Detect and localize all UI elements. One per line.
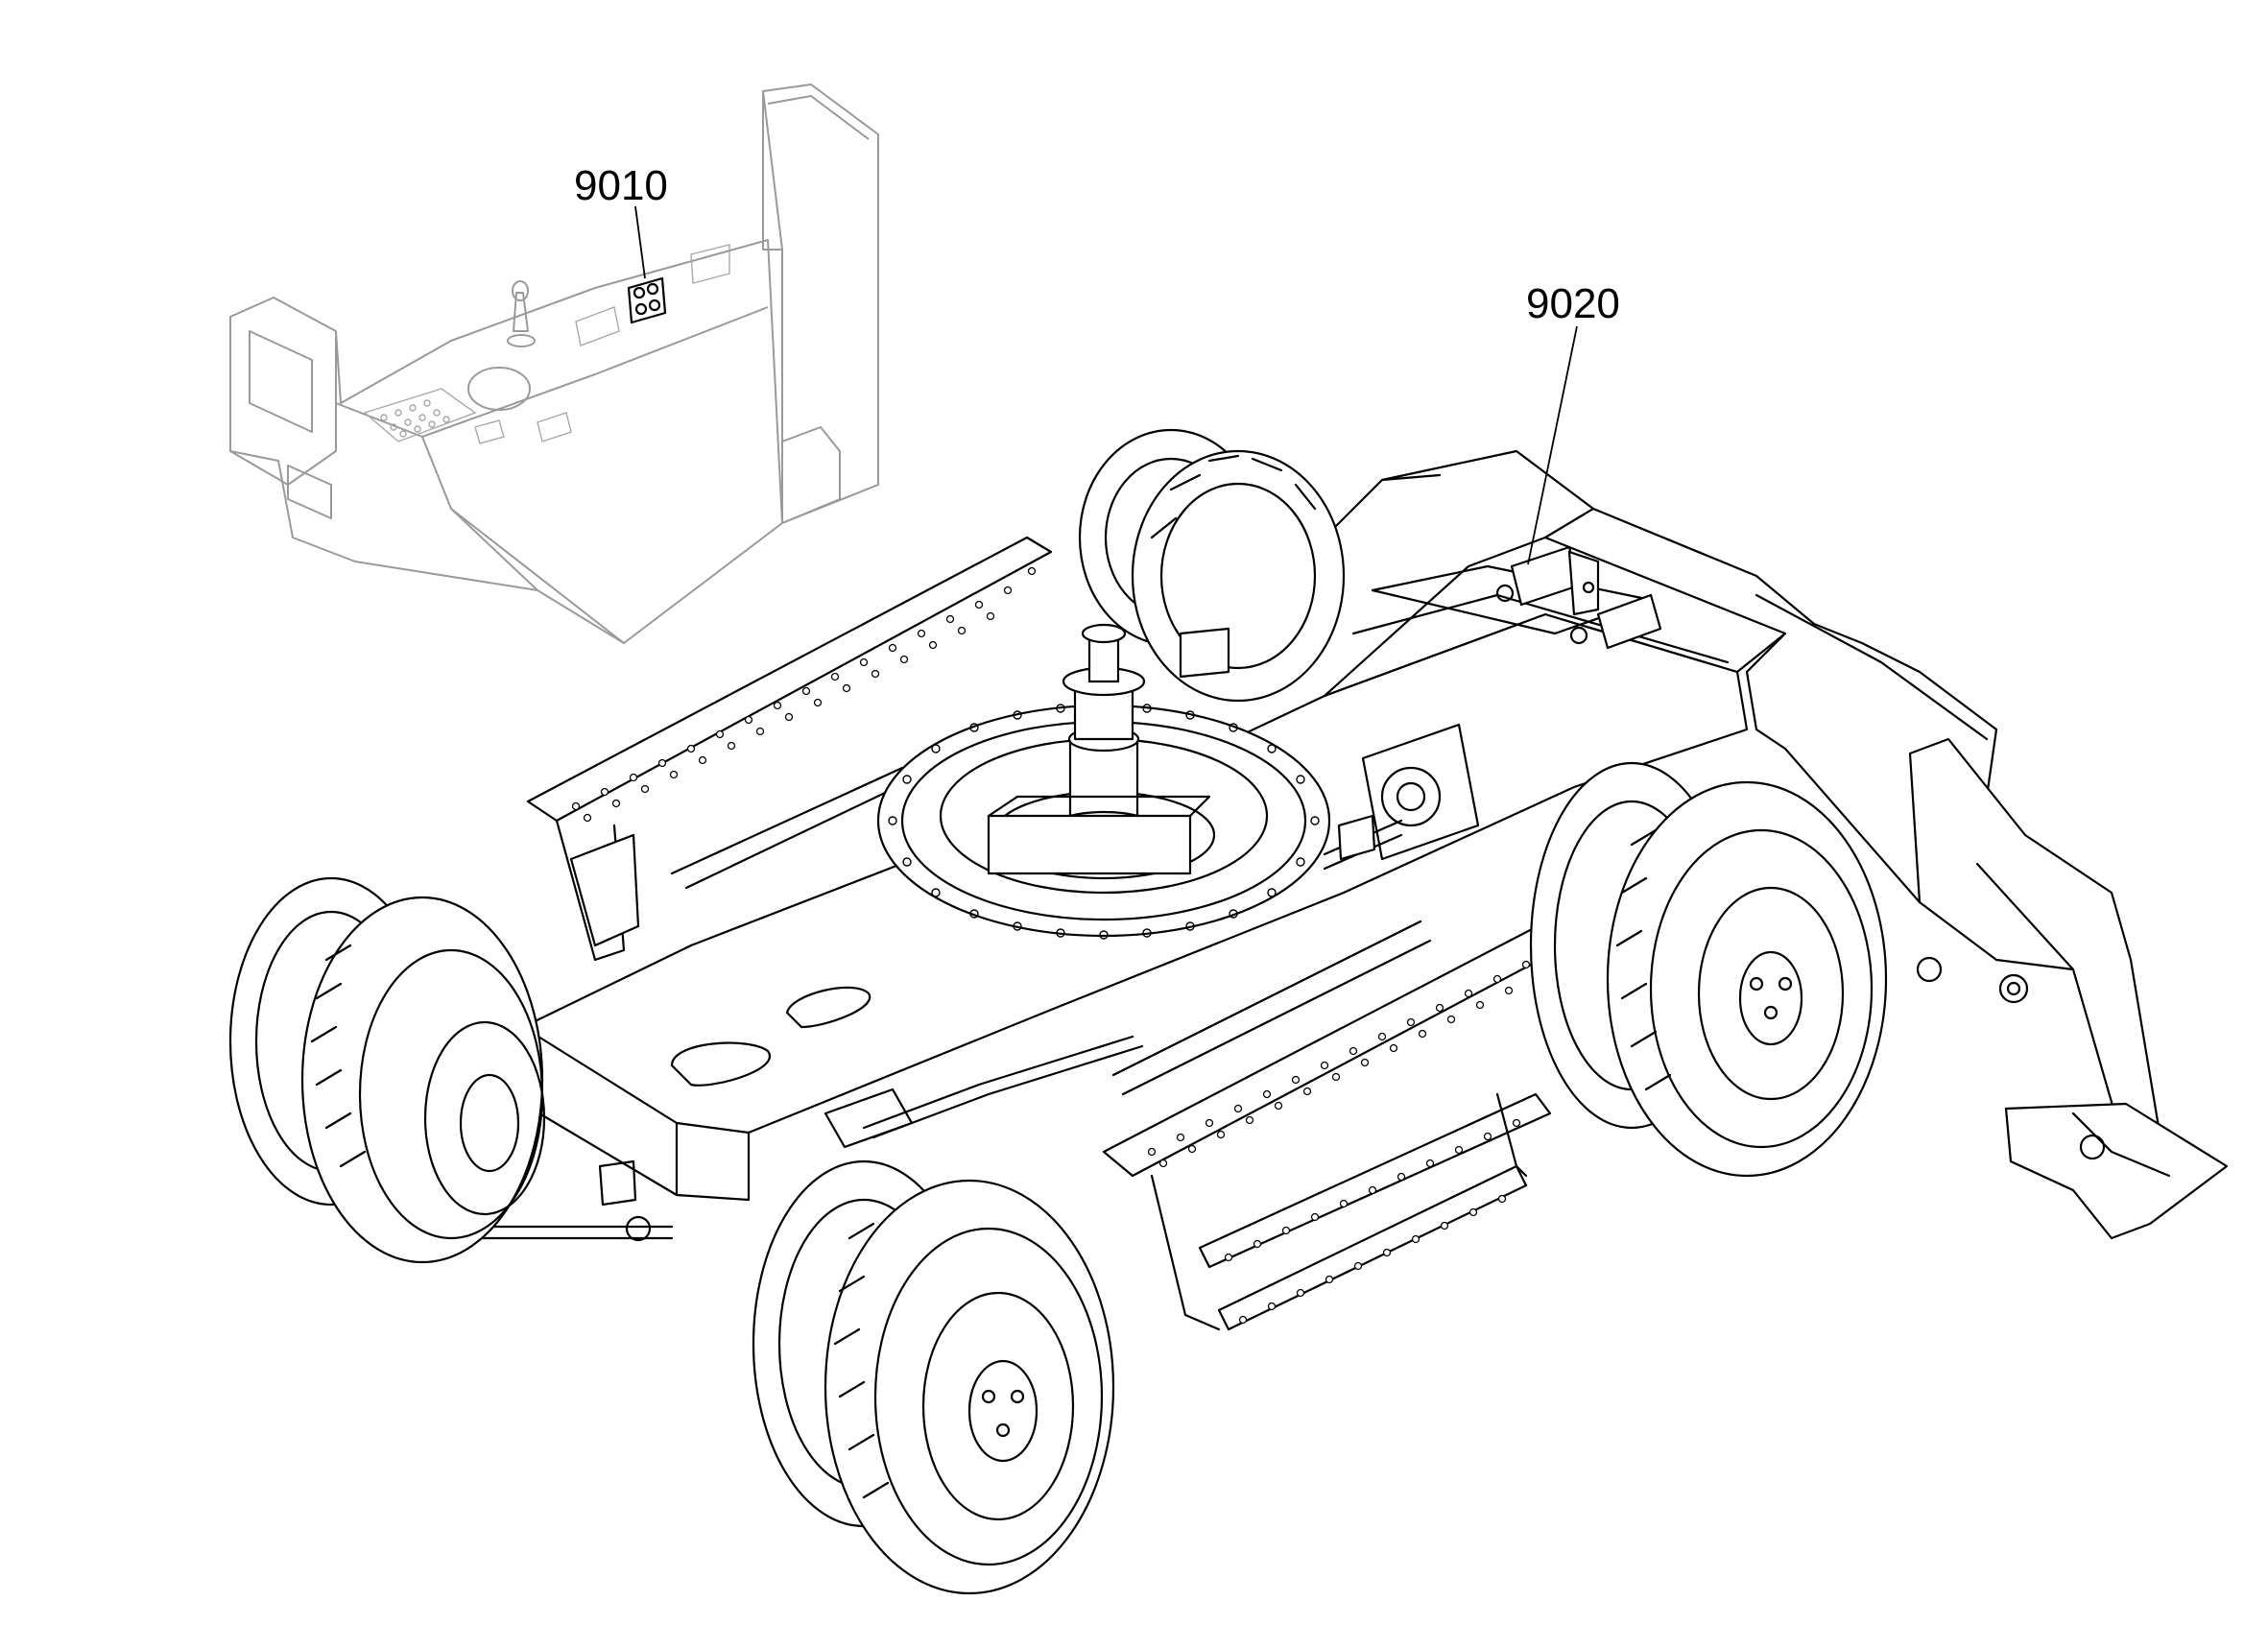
part-9010-switch [627, 276, 667, 324]
wheel-rear-right-inner [1606, 780, 1888, 1178]
wheel-front-right-inner [824, 1179, 1115, 1595]
callout-9010: 9010 [574, 162, 668, 209]
operator-console-ghost [229, 84, 879, 644]
drive-line [1323, 723, 1480, 871]
leader-9020 [1527, 325, 1578, 565]
slewing-ring [876, 623, 1331, 940]
leader-9010 [634, 205, 646, 279]
wheel-front-left-inner [300, 896, 546, 1264]
chassis-frame [420, 449, 2229, 1331]
callout-9020: 9020 [1526, 280, 1620, 327]
front-hardware [824, 627, 1230, 1149]
walkway-perforations [571, 566, 1588, 1325]
wheel-rear-left-inner [1131, 449, 1346, 703]
